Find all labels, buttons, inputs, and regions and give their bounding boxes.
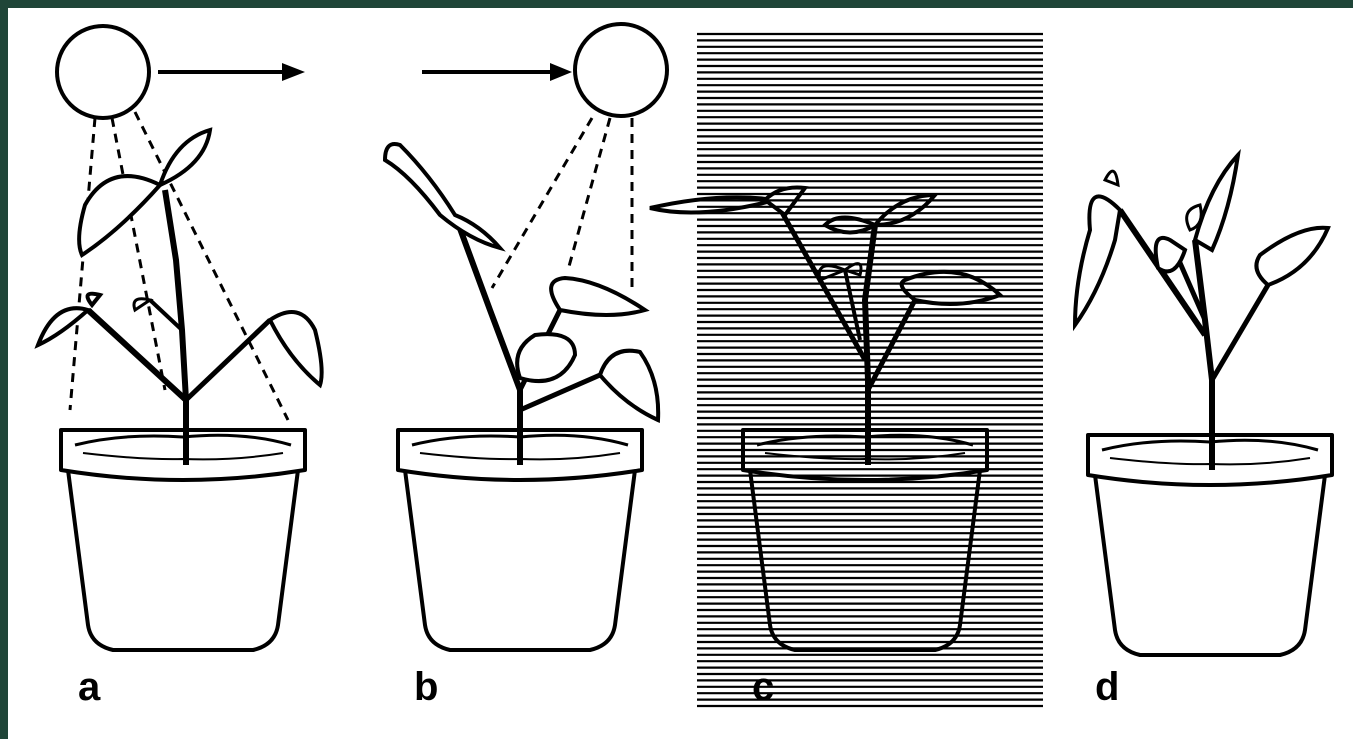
phototropism-diagram: a b xyxy=(8,8,1353,739)
panel-d: d xyxy=(1075,155,1332,709)
panel-label-a: a xyxy=(78,665,101,709)
panel-label-c: c xyxy=(752,665,774,709)
plant-d xyxy=(1075,155,1332,655)
arrow-right-icon xyxy=(422,63,572,81)
panel-label-d: d xyxy=(1095,665,1119,709)
panel-label-b: b xyxy=(414,665,438,709)
plant-b xyxy=(385,144,658,650)
light-rays xyxy=(492,118,632,290)
sun-icon xyxy=(575,24,667,116)
panel-b: b xyxy=(385,24,667,709)
panel-c: c xyxy=(650,34,1043,709)
panel-a: a xyxy=(38,26,322,709)
sun-icon xyxy=(57,26,149,118)
arrow-right-icon xyxy=(158,63,305,81)
plant-a xyxy=(38,130,322,650)
diagram-svg: a b xyxy=(8,8,1353,739)
